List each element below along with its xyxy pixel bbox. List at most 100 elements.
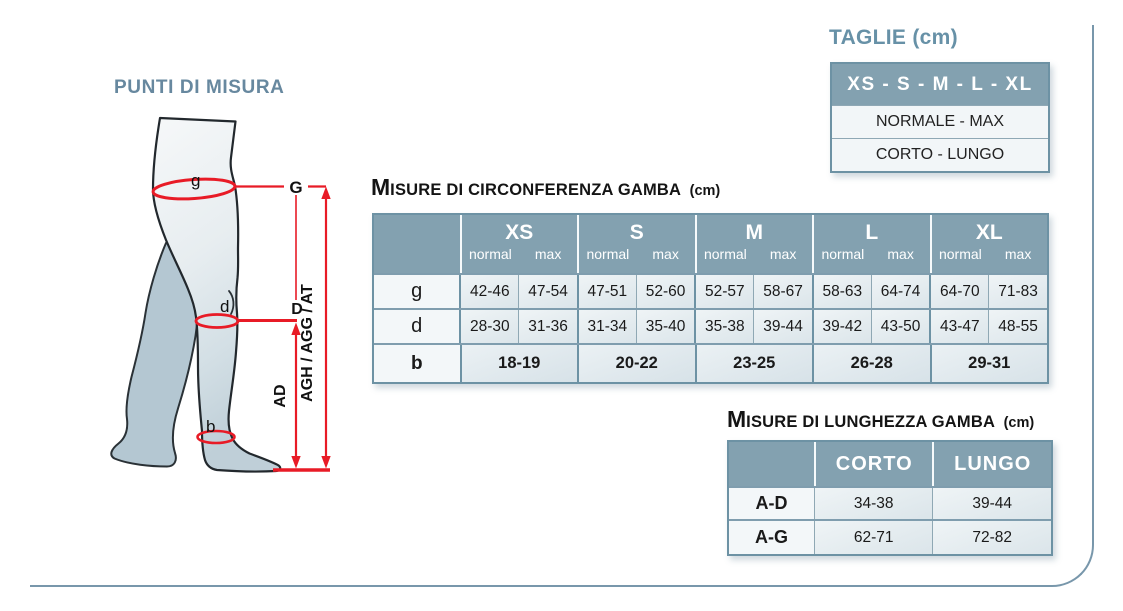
cell-g-xl-normal: 64-70 (929, 275, 989, 308)
circumference-table-header: XS normal max S normal max M normal max L n… (374, 215, 1047, 273)
ad-measure-arrow (291, 322, 301, 469)
subcol-normal: normal (586, 246, 630, 262)
length-table: CORTO LUNGO A-D 34-38 39-44 A-G 62-71 72… (727, 440, 1053, 556)
cell-d-l-max: 43-50 (870, 310, 930, 343)
agh-measure-arrow (321, 186, 331, 469)
b-point-label: b (206, 417, 215, 436)
cell-ad-corto: 34-38 (813, 488, 933, 519)
subcol-normal: normal (703, 246, 747, 262)
cell-g-xl-max: 71-83 (988, 275, 1047, 308)
cell-d-m-normal: 35-38 (694, 310, 754, 343)
g-point-label: g (191, 171, 200, 190)
cell-g-xs-normal: 42-46 (459, 275, 519, 308)
column-header-corto: CORTO (813, 442, 933, 486)
size-group-label: L (865, 221, 879, 244)
circumference-title: Misure di circonferenza gamba (cm) (371, 174, 720, 201)
cell-g-s-max: 52-60 (635, 275, 695, 308)
size-group-xl: XL normal max (929, 215, 1048, 273)
sizes-row-corto-lungo: CORTO - LUNGO (832, 138, 1048, 171)
subcol-normal: normal (821, 246, 865, 262)
size-group-label: XS (505, 221, 534, 244)
circumference-table: XS normal max S normal max M normal max L n… (372, 213, 1049, 384)
size-group-label: XL (975, 221, 1003, 244)
subcol-max: max (769, 246, 797, 262)
cell-g-m-normal: 52-57 (694, 275, 754, 308)
sizes-row-normale-max: NORMALE - MAX (832, 105, 1048, 138)
cell-d-xl-max: 48-55 (988, 310, 1047, 343)
cell-g-l-max: 64-74 (870, 275, 930, 308)
cell-b-m: 23-25 (694, 345, 812, 382)
cell-d-s-normal: 31-34 (576, 310, 636, 343)
g-circumference-ellipse (151, 177, 237, 201)
cell-d-xl-normal: 43-47 (929, 310, 989, 343)
row-label: A-D (729, 488, 814, 519)
size-group-label: M (745, 221, 764, 244)
table-row-ad: A-D 34-38 39-44 (729, 486, 1051, 519)
D-point-label: D (291, 301, 303, 318)
size-group-s: S normal max (577, 215, 695, 273)
agh-length-label: AGH / AGG / AT (299, 284, 316, 402)
header-spacer-cell (374, 215, 460, 273)
table-row-g: g 42-46 47-54 47-51 52-60 52-57 58-67 58… (374, 273, 1047, 308)
sizes-table-header: XS - S - M - L - XL (832, 64, 1048, 105)
cell-g-l-normal: 58-63 (811, 275, 871, 308)
knee-crease-line (228, 290, 235, 315)
subcol-max: max (1004, 246, 1032, 262)
subcol-max: max (652, 246, 679, 262)
cell-g-s-normal: 47-51 (576, 275, 636, 308)
cell-b-xl: 29-31 (929, 345, 1047, 382)
cell-d-s-max: 35-40 (635, 310, 695, 343)
cell-ag-lungo: 72-82 (932, 521, 1051, 554)
length-table-header: CORTO LUNGO (729, 442, 1051, 486)
table-row-d: d 28-30 31-36 31-34 35-40 35-38 39-44 39… (374, 308, 1047, 343)
cell-g-xs-max: 47-54 (518, 275, 577, 308)
front-leg-shape (151, 116, 282, 473)
cell-d-m-max: 39-44 (753, 310, 812, 343)
cell-d-l-normal: 39-42 (811, 310, 871, 343)
circumference-title-cap: M (371, 174, 391, 200)
length-title-text: isure di lunghezza gamba (746, 413, 996, 431)
cell-d-xs-max: 31-36 (518, 310, 577, 343)
subcol-normal: normal (468, 246, 512, 262)
header-spacer-cell (729, 442, 814, 486)
ad-arrow-head-bottom (291, 456, 301, 469)
cell-g-m-max: 58-67 (753, 275, 812, 308)
size-group-l: L normal max (812, 215, 930, 273)
size-group-m: M normal max (694, 215, 813, 273)
sizes-table: XS - S - M - L - XL NORMALE - MAX CORTO … (830, 62, 1050, 173)
table-row-ag: A-G 62-71 72-82 (729, 519, 1051, 554)
leg-measurement-diagram: g G d D b AD AGH / AGG / AT (110, 116, 331, 473)
measurement-points-title: PUNTI DI MISURA (114, 77, 285, 98)
subcol-max: max (887, 246, 914, 262)
b-circumference-ellipse (196, 429, 236, 445)
sizes-title: TAGLIE (cm) (829, 26, 958, 49)
cell-b-xs: 18-19 (459, 345, 577, 382)
size-group-xs: XS normal max (459, 215, 578, 273)
row-label: g (374, 275, 460, 308)
cell-b-s: 20-22 (577, 345, 695, 382)
length-title: Misure di lunghezza gamba (cm) (727, 406, 1034, 433)
length-title-cap: M (727, 406, 747, 432)
agh-arrow-head-top (321, 186, 331, 199)
circumference-title-text: isure di circonferenza gamba (390, 181, 682, 199)
subcol-normal: normal (938, 246, 982, 262)
row-label: b (374, 345, 460, 382)
cell-ad-lungo: 39-44 (932, 488, 1051, 519)
column-header-lungo: LUNGO (932, 442, 1051, 486)
table-row-b: b 18-19 20-22 23-25 26-28 29-31 (374, 343, 1047, 382)
ad-arrow-head-top (291, 322, 301, 335)
row-label: d (374, 310, 460, 343)
agh-arrow-head-bottom (321, 456, 331, 469)
circumference-title-unit: (cm) (689, 183, 721, 199)
cell-b-l: 26-28 (812, 345, 930, 382)
row-label: A-G (729, 521, 814, 554)
d-circumference-ellipse (194, 313, 240, 329)
ad-length-label: AD (272, 384, 289, 407)
subcol-max: max (534, 246, 562, 262)
cell-d-xs-normal: 28-30 (459, 310, 519, 343)
page-frame-border (30, 25, 1094, 587)
cell-ag-corto: 62-71 (813, 521, 933, 554)
size-group-label: S (629, 221, 644, 244)
length-title-unit: (cm) (1003, 415, 1035, 431)
